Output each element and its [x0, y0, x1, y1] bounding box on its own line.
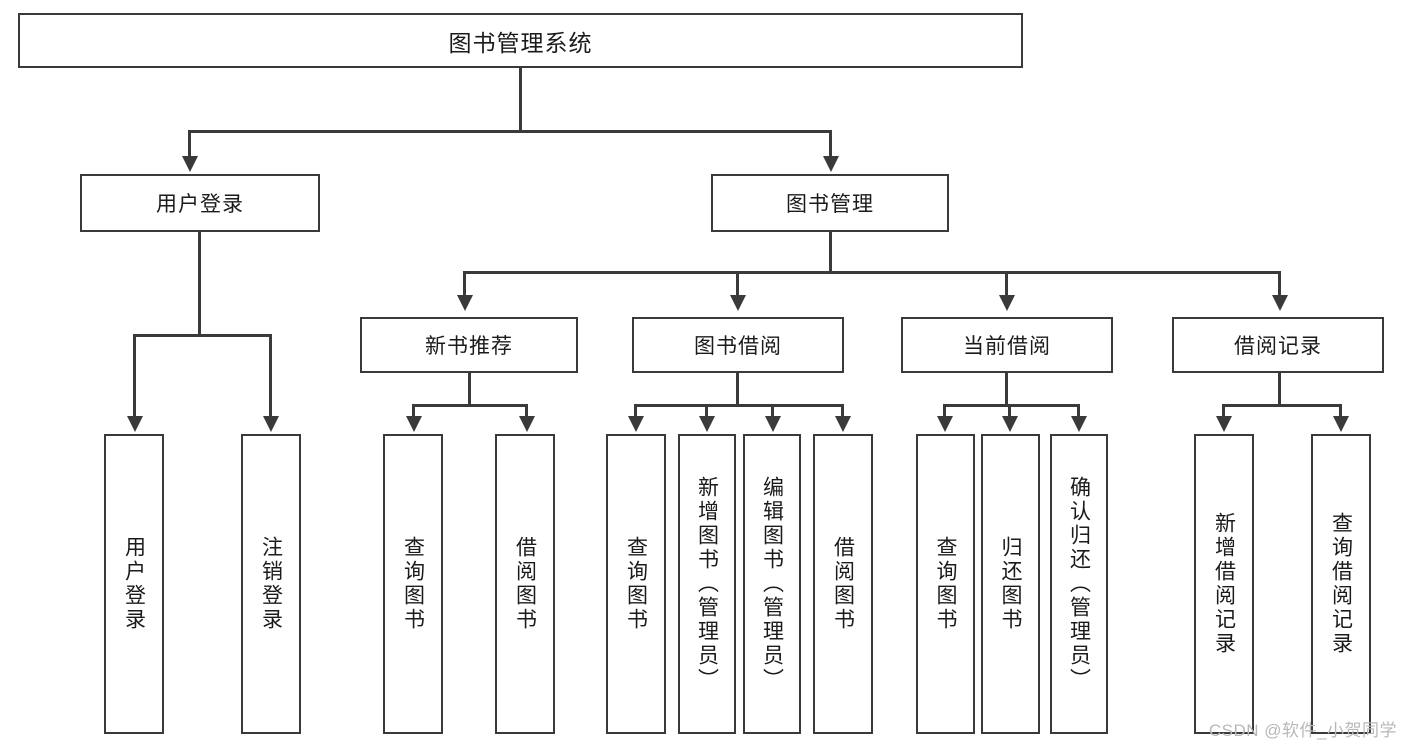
arrow-current-borrow-leaf-1-icon — [937, 416, 953, 432]
edge-root-bus — [188, 130, 832, 133]
node-label: 查询图书 — [934, 536, 957, 632]
arrow-borrow-record-leaf-1-icon — [1216, 416, 1232, 432]
node-book-management[interactable]: 图书管理 — [711, 174, 949, 232]
node-book-borrow[interactable]: 图书借阅 — [632, 317, 844, 373]
node-leaf-add-borrow-record[interactable]: 新增借阅记录 — [1194, 434, 1254, 734]
edge-root-stem — [519, 68, 522, 130]
edge-root-to-user-login — [188, 130, 191, 158]
node-leaf-confirm-return-admin[interactable]: 确认归还（管理员） — [1050, 434, 1108, 734]
node-leaf-user-login[interactable]: 用户登录 — [104, 434, 164, 734]
node-label: 注销登录 — [259, 536, 283, 632]
node-label: 借阅图书 — [831, 536, 855, 632]
arrow-book-borrow-leaf-3-icon — [765, 416, 781, 432]
node-user-login[interactable]: 用户登录 — [80, 174, 320, 232]
node-leaf-edit-book-admin[interactable]: 编辑图书（管理员） — [743, 434, 801, 734]
edge-current-borrow-to-leaf-2 — [1008, 404, 1011, 418]
arrow-to-borrow-record-icon — [1272, 295, 1288, 311]
edge-new-book-stem — [468, 373, 471, 407]
edge-current-borrow-to-leaf-1 — [943, 404, 946, 418]
arrow-book-borrow-leaf-2-icon — [699, 416, 715, 432]
edge-borrow-record-bus — [1222, 404, 1342, 407]
node-label: 确认归还（管理员） — [1067, 476, 1091, 692]
edge-current-borrow-stem — [1005, 373, 1008, 407]
edge-book-borrow-to-leaf-1 — [634, 404, 637, 418]
arrow-book-borrow-leaf-4-icon — [835, 416, 851, 432]
edge-user-login-stem — [198, 232, 201, 336]
node-label: 借阅记录 — [1234, 335, 1322, 358]
node-leaf-borrow-book-recommend[interactable]: 借阅图书 — [495, 434, 555, 734]
arrow-to-new-book-recommend-icon — [457, 295, 473, 311]
node-label: 查询图书 — [401, 536, 425, 632]
node-leaf-query-book-current[interactable]: 查询图书 — [916, 434, 975, 734]
edge-current-borrow-to-leaf-3 — [1077, 404, 1080, 418]
edge-new-book-bus — [412, 404, 528, 407]
node-label: 用户登录 — [122, 536, 146, 632]
edge-root-to-book-management — [829, 130, 832, 158]
node-new-book-recommend[interactable]: 新书推荐 — [360, 317, 578, 373]
node-borrow-record[interactable]: 借阅记录 — [1172, 317, 1384, 373]
node-current-borrow[interactable]: 当前借阅 — [901, 317, 1113, 373]
arrow-book-borrow-leaf-1-icon — [628, 416, 644, 432]
edge-book-borrow-stem — [736, 373, 739, 407]
edge-new-book-to-leaf-1 — [412, 404, 415, 418]
edge-new-book-to-leaf-2 — [525, 404, 528, 418]
node-label: 图书借阅 — [694, 335, 782, 358]
arrow-root-to-book-management-icon — [823, 156, 839, 172]
node-label: 查询借阅记录 — [1329, 512, 1353, 656]
node-label: 新增图书（管理员） — [695, 476, 719, 692]
edge-borrow-record-to-leaf-1 — [1222, 404, 1225, 418]
node-label: 当前借阅 — [963, 335, 1051, 358]
edge-book-borrow-to-leaf-2 — [705, 404, 708, 418]
edge-user-login-to-leaf-2 — [269, 334, 272, 418]
node-label: 编辑图书（管理员） — [760, 476, 784, 692]
node-leaf-logout[interactable]: 注销登录 — [241, 434, 301, 734]
watermark-text: CSDN @软件_小贺同学 — [1208, 721, 1397, 740]
node-book-management-system[interactable]: 图书管理系统 — [18, 13, 1023, 68]
edge-book-management-stem — [829, 232, 832, 274]
arrow-current-borrow-leaf-2-icon — [1002, 416, 1018, 432]
arrow-new-book-leaf-1-icon — [406, 416, 422, 432]
arrow-root-to-user-login-icon — [182, 156, 198, 172]
edge-user-login-bus — [133, 334, 269, 337]
node-leaf-borrow-book[interactable]: 借阅图书 — [813, 434, 873, 734]
arrow-borrow-record-leaf-2-icon — [1333, 416, 1349, 432]
arrow-to-current-borrow-icon — [999, 295, 1015, 311]
edge-book-borrow-to-leaf-3 — [771, 404, 774, 418]
edge-book-management-to-borrow-record — [1278, 271, 1281, 297]
node-label: 借阅图书 — [513, 536, 537, 632]
node-leaf-query-book-recommend[interactable]: 查询图书 — [383, 434, 443, 734]
node-label: 用户登录 — [156, 193, 244, 216]
edge-book-management-bus — [463, 271, 1281, 274]
node-label: 图书管理系统 — [448, 29, 593, 56]
arrow-new-book-leaf-2-icon — [519, 416, 535, 432]
edge-book-borrow-to-leaf-4 — [841, 404, 844, 418]
node-label: 图书管理 — [786, 193, 874, 216]
edge-book-management-to-current-borrow — [1005, 271, 1008, 297]
edge-book-borrow-bus — [634, 404, 844, 407]
arrow-user-login-to-leaf-1-icon — [127, 416, 143, 432]
edge-user-login-to-leaf-1 — [133, 334, 136, 418]
node-label: 归还图书 — [999, 536, 1022, 632]
edge-borrow-record-to-leaf-2 — [1339, 404, 1342, 418]
arrow-current-borrow-leaf-3-icon — [1071, 416, 1087, 432]
node-leaf-query-borrow-record[interactable]: 查询借阅记录 — [1311, 434, 1371, 734]
arrow-to-book-borrow-icon — [730, 295, 746, 311]
node-label: 新书推荐 — [425, 335, 513, 358]
edge-borrow-record-stem — [1278, 373, 1281, 407]
node-leaf-query-book-borrow[interactable]: 查询图书 — [606, 434, 666, 734]
node-label: 新增借阅记录 — [1212, 512, 1236, 656]
edge-book-management-to-new-book — [463, 271, 466, 297]
edge-book-management-to-book-borrow — [736, 271, 739, 297]
arrow-user-login-to-leaf-2-icon — [263, 416, 279, 432]
node-leaf-add-book-admin[interactable]: 新增图书（管理员） — [678, 434, 736, 734]
node-label: 查询图书 — [624, 536, 648, 632]
node-leaf-return-book[interactable]: 归还图书 — [981, 434, 1040, 734]
